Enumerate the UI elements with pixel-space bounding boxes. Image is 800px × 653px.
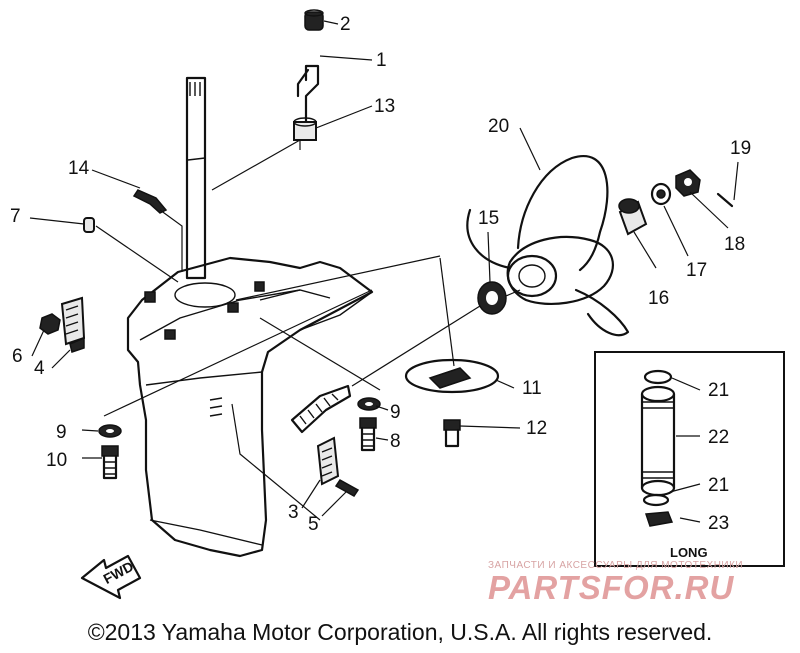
shift-rod [296,64,320,126]
callout-8: 8 [390,431,401,452]
callout-23: 23 [708,513,729,534]
callout-22: 22 [708,427,729,448]
callout-21-bottom: 21 [708,475,729,496]
copyright-footer: ©2013 Yamaha Motor Corporation, U.S.A. A… [87,619,713,645]
watermark-tagline: ЗАПЧАСТИ И АКСЕССУАРЫ ДЛЯ МОТОТЕХНИКИ [488,560,744,571]
thrust-washer [477,281,507,315]
callout-13: 13 [374,96,395,117]
forward-arrow: FWD [80,554,142,600]
shift-rod-grommet [293,117,317,141]
callout-15: 15 [478,208,499,229]
callout-1: 1 [376,50,387,71]
callout-numbers: 1 2 3 4 5 6 7 8 9 9 10 11 12 13 14 15 16… [10,14,751,535]
callout-20: 20 [488,116,509,137]
callout-12: 12 [526,418,547,439]
shift-rod-cap [304,9,324,31]
callout-10: 10 [46,450,67,471]
spacer [618,198,648,236]
cover-plate [316,436,340,486]
watermark-logo: PARTSFOR.RU [488,569,735,606]
nut [39,313,61,335]
callout-16: 16 [648,288,669,309]
callout-9-left: 9 [56,422,67,443]
leader-lines [29,20,739,523]
long-shaft-inset: LONG [594,351,785,567]
propeller [466,155,630,337]
washer-left-hole [106,429,114,433]
screw [334,479,360,497]
clip [132,189,168,214]
callout-7: 7 [10,206,21,227]
cotter-pin [716,192,734,208]
callout-11: 11 [522,378,542,399]
anode [60,296,86,353]
lower-unit-housing [126,256,374,558]
propeller-nut [675,169,701,197]
bolt-left [101,445,119,480]
inset-label: LONG [670,545,708,560]
washer-17 [650,182,672,206]
callout-17: 17 [686,260,707,281]
callout-6: 6 [12,346,23,367]
callout-2: 2 [340,14,351,35]
callout-4: 4 [34,358,45,379]
trim-tab [404,358,500,394]
callout-21-top: 21 [708,380,729,401]
dowel-pin [83,217,95,233]
callout-14: 14 [68,158,90,179]
drive-shaft [185,76,207,280]
callout-3: 3 [288,502,299,523]
bolt-right [359,417,377,452]
trim-tab-bolt [443,419,461,448]
callout-9-right: 9 [390,402,401,423]
callout-19: 19 [730,138,751,159]
propeller-shaft [290,384,352,434]
callout-18: 18 [724,234,745,255]
callout-5: 5 [308,514,319,535]
